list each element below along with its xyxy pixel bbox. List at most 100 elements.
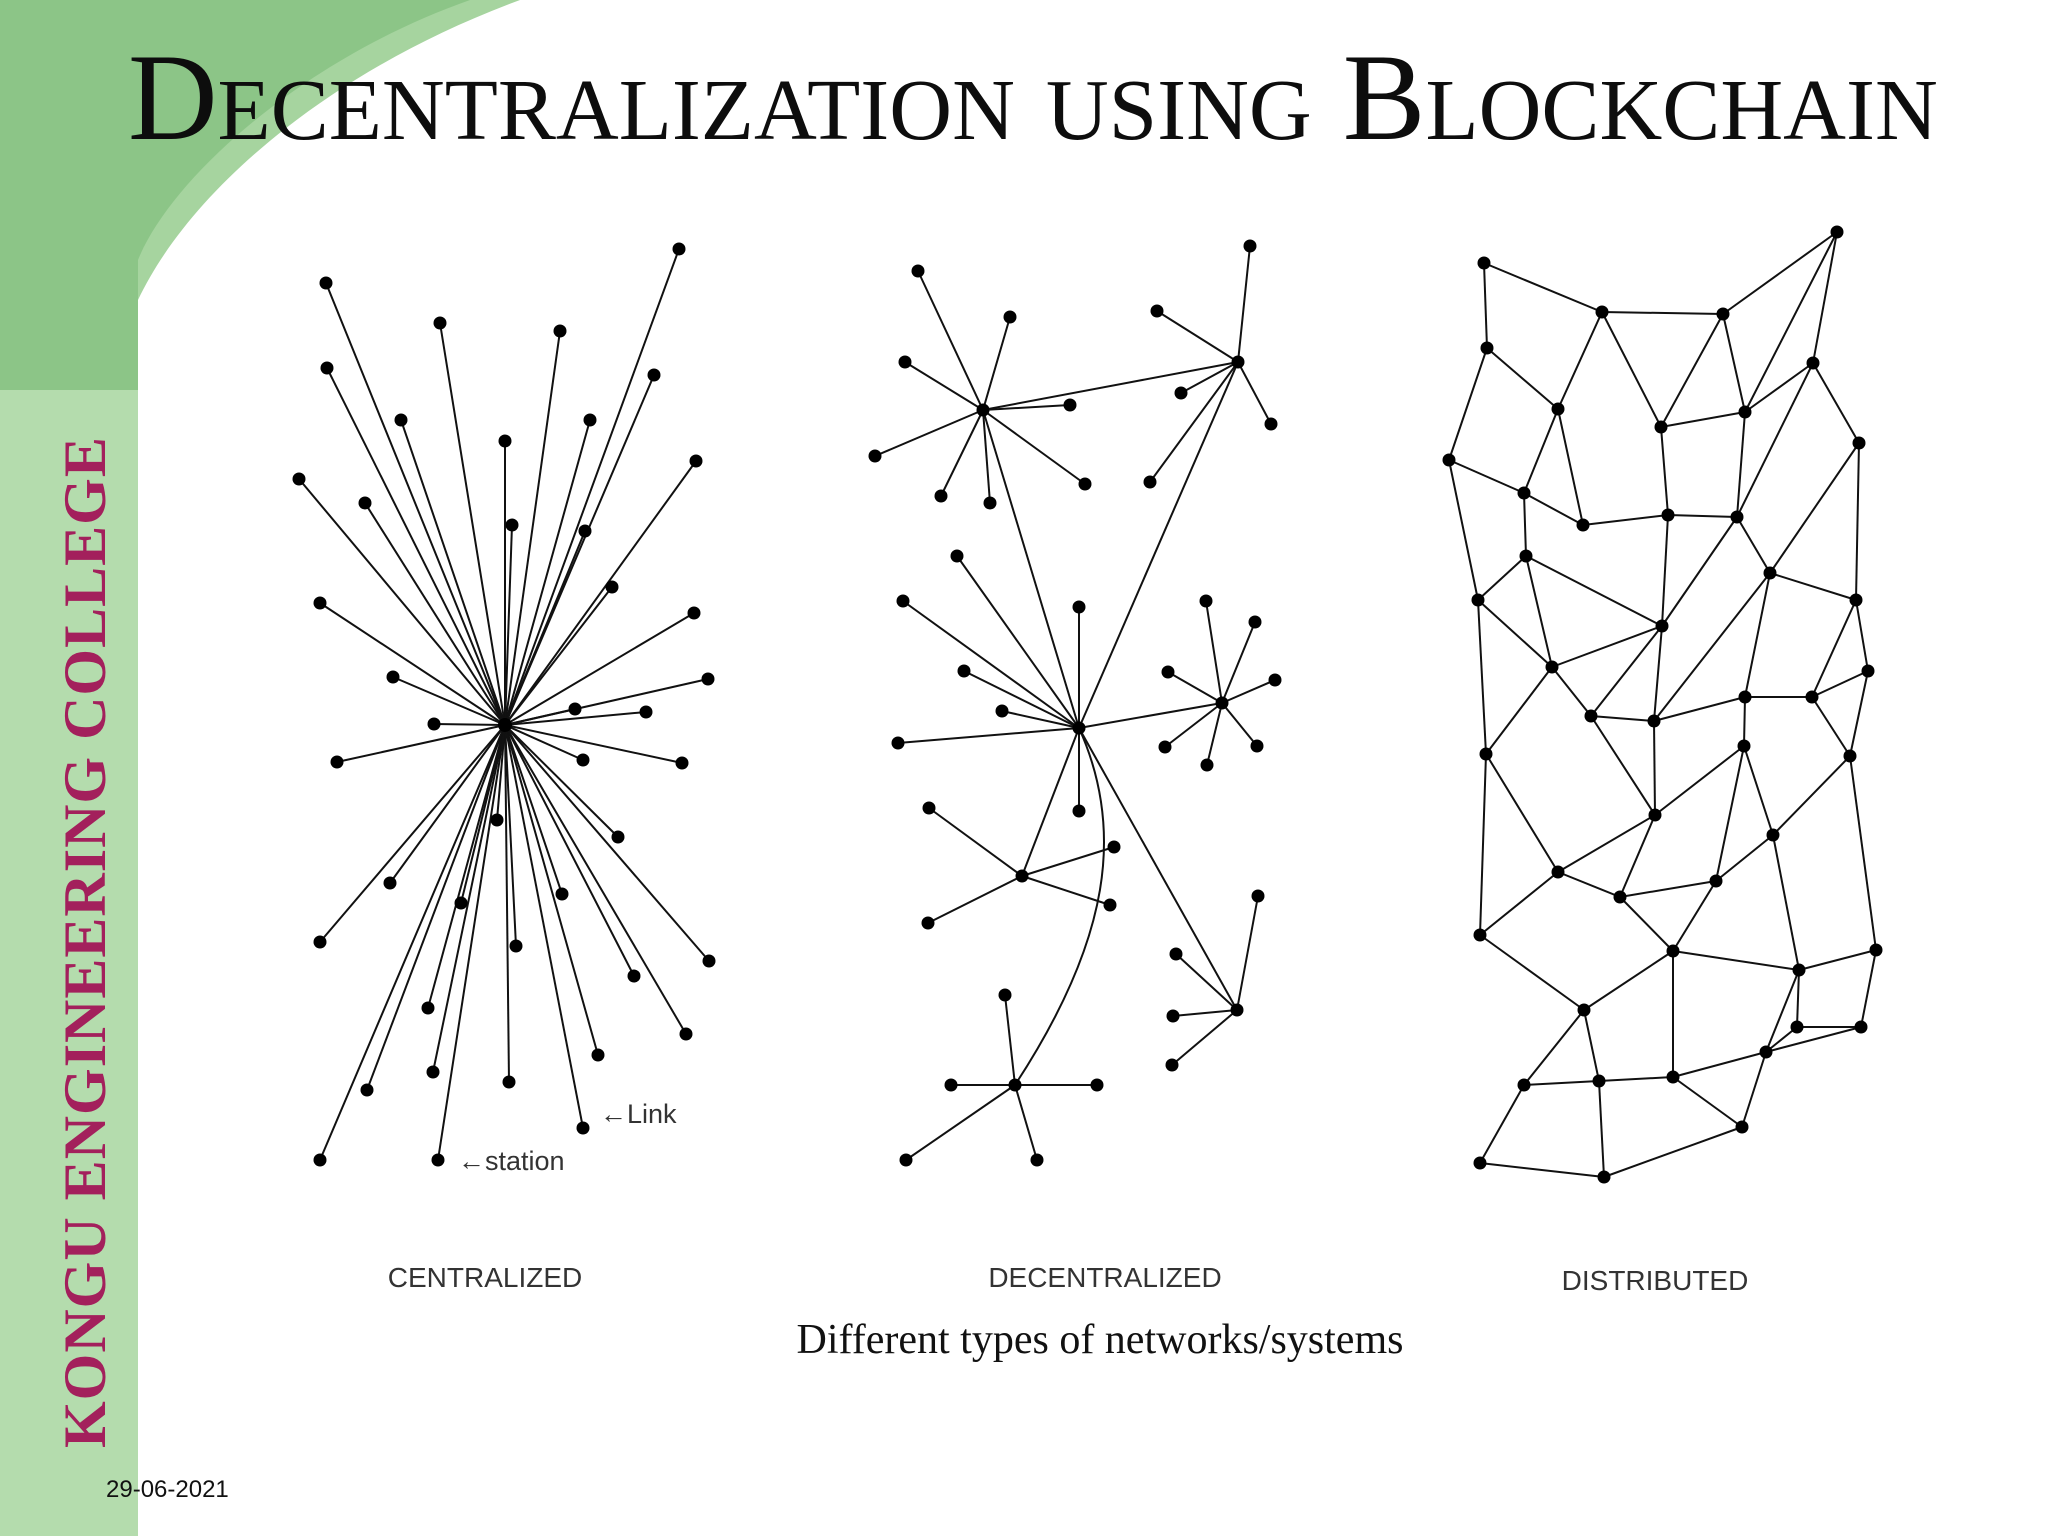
centralized-station	[313, 596, 327, 610]
distributed-link	[1772, 755, 1851, 836]
distributed-link	[1485, 666, 1553, 755]
decentralized-station	[957, 664, 971, 678]
distributed-station	[1654, 420, 1668, 434]
distributed-station	[1666, 1070, 1680, 1084]
centralized-link	[504, 724, 517, 947]
distributed-link	[1855, 599, 1869, 672]
distributed-link	[1653, 625, 1663, 722]
decentralized-station	[1169, 947, 1183, 961]
centralized-station	[578, 524, 592, 538]
distributed-link	[1715, 834, 1774, 882]
distributed-station	[1473, 1156, 1487, 1170]
distributed-station	[1854, 1020, 1868, 1034]
distributed-link	[1590, 625, 1663, 717]
distributed-station	[1666, 944, 1680, 958]
centralized-link	[400, 419, 506, 726]
decentralized-link	[963, 670, 1080, 729]
distributed-link	[1736, 411, 1746, 518]
distributed-station	[1655, 619, 1669, 633]
distributed-link	[1448, 459, 1525, 494]
decentralized-station	[1200, 758, 1214, 772]
decentralized-station	[922, 801, 936, 815]
distributed-station	[1545, 660, 1559, 674]
decentralized-station	[1230, 1003, 1244, 1017]
centralized-station	[313, 935, 327, 949]
centralized-link	[504, 724, 635, 977]
decentralized-station	[1072, 721, 1086, 735]
decentralized-station	[898, 355, 912, 369]
decentralized-link	[1021, 875, 1111, 906]
distributed-link	[1654, 745, 1745, 816]
decentralized-station	[950, 549, 964, 563]
decentralized-link	[1221, 621, 1256, 704]
distributed-link	[1811, 599, 1857, 698]
distributed-station	[1597, 1170, 1611, 1184]
centralized-link	[504, 724, 510, 1083]
centralized-station	[568, 702, 582, 716]
centralized-station	[490, 813, 504, 827]
centralized-link	[504, 724, 584, 1129]
distributed-link	[1551, 625, 1663, 668]
distributed-link	[1715, 745, 1745, 882]
decentralized-station	[934, 489, 948, 503]
centralized-link	[504, 460, 697, 726]
decentralized-link	[1171, 1009, 1238, 1066]
distributed-station	[1792, 963, 1806, 977]
centralized-link	[504, 724, 619, 838]
centralized-station	[679, 1027, 693, 1041]
distributed-station	[1843, 749, 1857, 763]
decentralized-link	[927, 875, 1023, 924]
distributed-link	[1477, 555, 1527, 601]
decentralized-link	[940, 409, 984, 497]
centralized-link	[319, 724, 506, 1161]
network-stations	[292, 225, 1883, 1184]
decentralized-station	[1103, 898, 1117, 912]
decentralized-link	[1078, 361, 1239, 729]
decentralized-link	[897, 727, 1080, 744]
centralized-link	[504, 724, 563, 895]
centralized-station	[576, 1121, 590, 1135]
distributed-link	[1765, 969, 1800, 1053]
distributed-station	[1517, 1078, 1531, 1092]
centralized-station	[394, 413, 408, 427]
centralized-station	[687, 606, 701, 620]
centralized-link	[504, 724, 687, 1035]
decentralized-link	[1078, 727, 1238, 1011]
centralized-station	[383, 876, 397, 890]
decentralized-station	[1143, 475, 1157, 489]
distributed-link	[1619, 814, 1656, 898]
distributed-station	[1592, 1074, 1606, 1088]
distributed-link	[1525, 555, 1663, 627]
distributed-station	[1551, 402, 1565, 416]
decentralized-station	[944, 1078, 958, 1092]
decentralized-link	[905, 1084, 1016, 1161]
distributed-link	[1741, 1051, 1767, 1128]
decentralized-station	[1243, 239, 1257, 253]
distributed-link	[1653, 696, 1746, 722]
label-centralized: CENTRALIZED	[387, 1262, 583, 1293]
decentralized-link	[1237, 245, 1251, 363]
centralized-link	[437, 724, 506, 1161]
distributed-link	[1849, 755, 1877, 951]
decentralized-link	[1236, 895, 1259, 1011]
decentralized-link	[956, 555, 1080, 729]
label-decentralized: DECENTRALIZED	[988, 1262, 1222, 1293]
centralized-station	[292, 472, 306, 486]
distributed-station	[1480, 341, 1494, 355]
centralized-link	[427, 724, 506, 1009]
network-links	[298, 231, 1877, 1178]
distributed-station	[1595, 305, 1609, 319]
distributed-station	[1576, 518, 1590, 532]
centralized-station	[454, 896, 468, 910]
centralized-station	[583, 413, 597, 427]
centralized-station	[502, 1075, 516, 1089]
distributed-link	[1812, 231, 1838, 364]
distributed-link	[1551, 666, 1592, 717]
centralized-link	[298, 478, 506, 726]
decentralized-station	[1008, 1078, 1022, 1092]
distributed-station	[1577, 1003, 1591, 1017]
decentralized-station	[896, 594, 910, 608]
centralized-link	[504, 711, 647, 726]
distributed-link	[1479, 753, 1487, 936]
